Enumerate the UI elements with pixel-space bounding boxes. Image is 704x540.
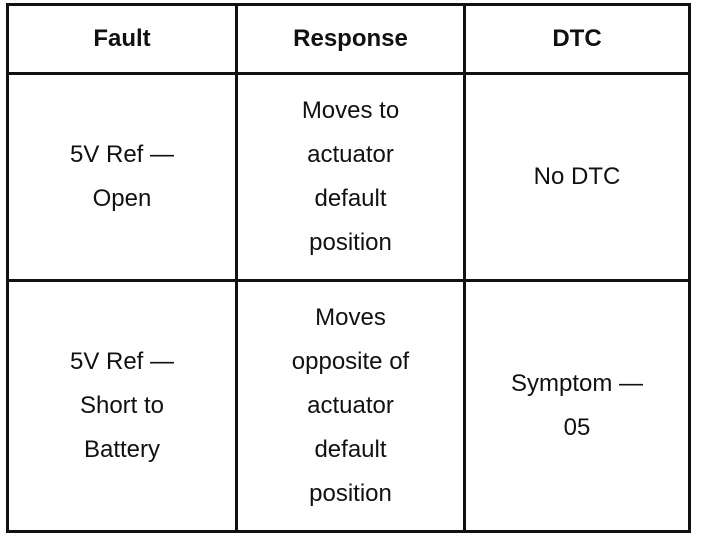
row1-fault: 5V Ref — Open [69,141,175,212]
fault-table: Fault Response DTC 5V Ref — Open Moves t… [6,3,691,533]
row2-response: Moves opposite of actuator default posit… [291,304,410,507]
row1-response: Moves to actuator default position [301,97,400,256]
header-fault: Fault [93,25,151,52]
row-divider [9,279,688,282]
row1-dtc: No DTC [533,163,621,190]
header-response: Response [293,25,408,52]
column-divider [463,6,466,530]
header-divider [9,72,688,75]
header-dtc: DTC [552,25,602,52]
column-divider [235,6,238,530]
row2-fault: 5V Ref — Short to Battery [69,348,175,463]
row2-dtc: Symptom — 05 [510,370,644,441]
